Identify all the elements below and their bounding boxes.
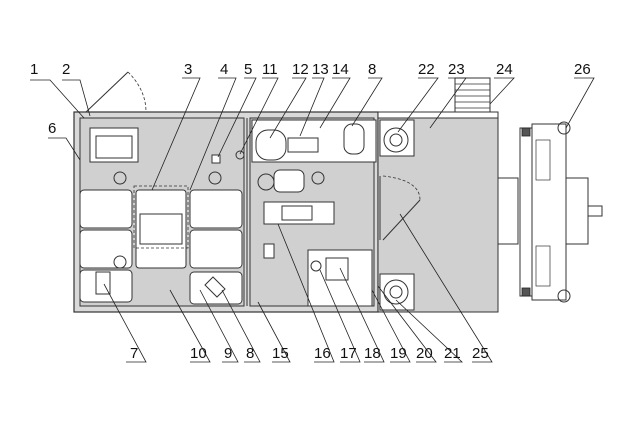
wheel-22-box xyxy=(379,119,415,157)
callout-4: 4 xyxy=(220,61,228,78)
heater-grille xyxy=(95,135,133,159)
medical-fixtures xyxy=(251,119,377,307)
wheel-22 xyxy=(383,127,409,153)
callout-26: 26 xyxy=(574,61,591,78)
axle-plate xyxy=(519,127,533,297)
hitch-box xyxy=(565,177,589,245)
callouts-left: 6 xyxy=(48,120,56,137)
seat-right-2 xyxy=(189,229,243,269)
callout-13: 13 xyxy=(312,61,329,78)
callout-21: 21 xyxy=(444,345,461,362)
wheel-21 xyxy=(383,279,409,305)
drawbar xyxy=(497,177,519,245)
callout-8-bottom: 8 xyxy=(246,345,254,362)
table-outline xyxy=(133,185,189,249)
seat-block-left xyxy=(79,171,133,303)
cab-door-swing xyxy=(382,175,421,201)
callouts-top: 1 2 3 4 5 11 12 13 14 8 22 23 24 26 xyxy=(30,61,591,78)
callout-19: 19 xyxy=(390,345,407,362)
callout-23: 23 xyxy=(448,61,465,78)
callout-9: 9 xyxy=(224,345,232,362)
rear-door-leaf xyxy=(85,71,129,113)
socket-5 xyxy=(211,154,221,164)
hitch-pin xyxy=(587,205,603,217)
cab-door-leaf xyxy=(382,199,421,241)
callout-2: 2 xyxy=(62,61,70,78)
seat-right-3 xyxy=(189,271,243,305)
callout-25: 25 xyxy=(472,345,489,362)
sink-12 xyxy=(255,129,287,161)
stretcher-inner xyxy=(281,205,313,221)
seat-right-1 xyxy=(189,189,243,229)
lamp-11 xyxy=(235,150,245,160)
device-cluster xyxy=(273,169,305,193)
valve-15 xyxy=(263,243,275,259)
unit-18 xyxy=(325,257,349,281)
callout-22: 22 xyxy=(418,61,435,78)
wheel-21-box xyxy=(379,273,415,311)
callout-1: 1 xyxy=(30,61,38,78)
cylinder-9 xyxy=(204,276,226,298)
callout-15: 15 xyxy=(272,345,289,362)
callout-17: 17 xyxy=(340,345,357,362)
callout-12: 12 xyxy=(292,61,309,78)
callout-10: 10 xyxy=(190,345,207,362)
callout-20: 20 xyxy=(416,345,433,362)
seat-left-1 xyxy=(79,189,133,229)
stairs-frame xyxy=(454,77,491,113)
table-center xyxy=(133,185,189,269)
callout-8-top: 8 xyxy=(368,61,376,78)
callout-14: 14 xyxy=(332,61,349,78)
axle-housing xyxy=(531,123,567,301)
cab-top-wall xyxy=(377,111,499,119)
device-13 xyxy=(287,137,319,153)
callout-5: 5 xyxy=(244,61,252,78)
callout-3: 3 xyxy=(184,61,192,78)
callout-11: 11 xyxy=(262,61,278,78)
seat-left-2 xyxy=(79,229,133,269)
callout-7: 7 xyxy=(130,345,138,362)
callout-24: 24 xyxy=(496,61,513,78)
rear-door-swing xyxy=(127,71,147,113)
chassis-coupling xyxy=(497,121,603,303)
fridge-8 xyxy=(343,123,365,155)
callout-16: 16 xyxy=(314,345,331,362)
callouts-bottom: 7 10 9 8 15 16 17 18 19 20 21 25 xyxy=(130,345,489,362)
entry-stairs xyxy=(454,77,491,113)
table-inner xyxy=(139,213,183,245)
rear-door xyxy=(85,71,147,163)
callout-6: 6 xyxy=(48,120,56,137)
leader-lines xyxy=(30,77,595,363)
spare-wheels xyxy=(379,119,415,311)
callout-18: 18 xyxy=(364,345,381,362)
